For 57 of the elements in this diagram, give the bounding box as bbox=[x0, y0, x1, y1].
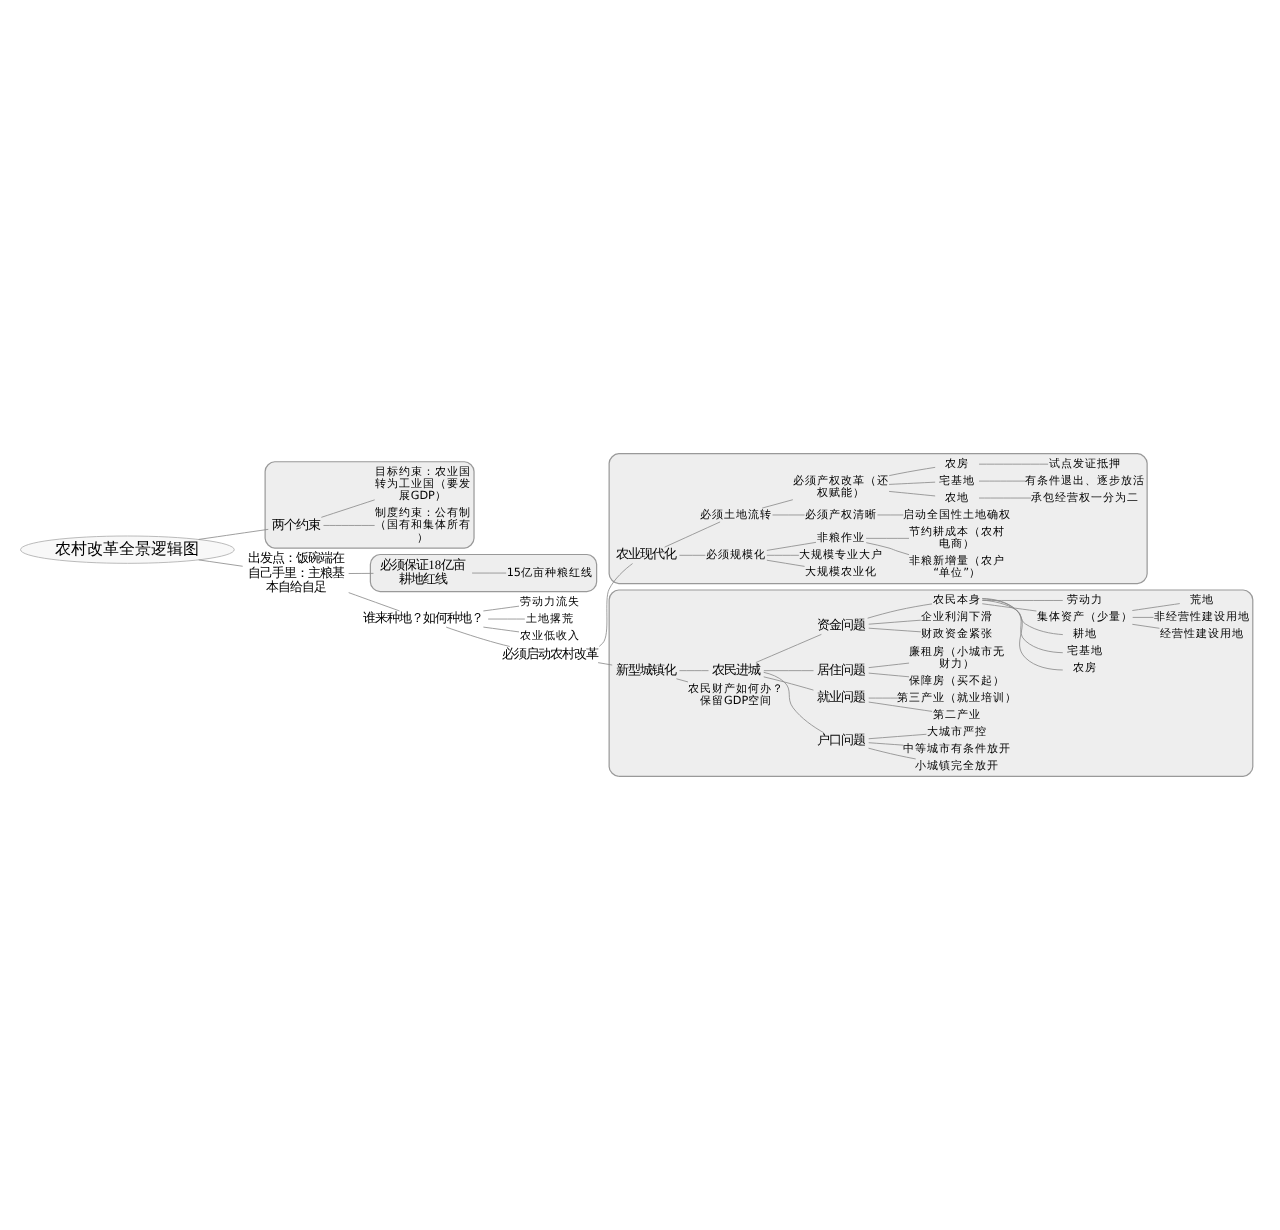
connector bbox=[978, 480, 1026, 482]
connector bbox=[679, 554, 706, 556]
connector bbox=[766, 541, 817, 551]
connector bbox=[981, 603, 1037, 612]
connector bbox=[598, 563, 633, 647]
connector bbox=[482, 605, 520, 612]
connector bbox=[676, 678, 689, 683]
connector bbox=[888, 481, 936, 485]
connector bbox=[981, 600, 1064, 601]
connector bbox=[978, 463, 1049, 465]
connector bbox=[763, 670, 814, 672]
connector bbox=[763, 676, 814, 691]
connector bbox=[868, 672, 910, 678]
connector bbox=[868, 697, 899, 699]
connector bbox=[664, 521, 721, 548]
connector bbox=[766, 559, 805, 567]
cluster bbox=[608, 589, 1254, 777]
connector bbox=[323, 525, 376, 526]
connector bbox=[597, 662, 613, 666]
connector bbox=[482, 626, 520, 633]
connector bbox=[978, 497, 1032, 499]
connector bbox=[982, 598, 1064, 654]
connector bbox=[445, 626, 511, 647]
connector bbox=[1131, 603, 1181, 611]
connector bbox=[877, 514, 904, 516]
cluster bbox=[264, 461, 475, 549]
connector bbox=[867, 603, 933, 619]
connector bbox=[198, 528, 269, 540]
connector bbox=[981, 598, 1064, 671]
connector bbox=[766, 554, 800, 556]
connector bbox=[755, 633, 822, 663]
connector bbox=[868, 733, 927, 740]
connector bbox=[1131, 623, 1160, 629]
connector bbox=[772, 514, 806, 516]
connector bbox=[348, 572, 374, 574]
connector bbox=[763, 671, 825, 734]
connector bbox=[981, 599, 1064, 635]
connector bbox=[865, 537, 910, 539]
connector bbox=[761, 499, 794, 509]
connector bbox=[679, 670, 709, 672]
connector bbox=[348, 592, 400, 612]
connector bbox=[868, 742, 904, 746]
connector bbox=[868, 747, 917, 760]
connector bbox=[868, 701, 933, 712]
connector bbox=[868, 627, 922, 633]
connector bbox=[1132, 617, 1154, 618]
connector bbox=[888, 466, 936, 477]
cluster bbox=[369, 553, 598, 593]
connector bbox=[868, 662, 910, 669]
connector bbox=[471, 572, 507, 574]
connector bbox=[865, 542, 910, 556]
connector bbox=[487, 618, 526, 620]
connector bbox=[888, 491, 936, 497]
connector bbox=[868, 619, 922, 625]
connector bbox=[198, 559, 244, 567]
connector bbox=[320, 499, 376, 518]
cluster bbox=[608, 453, 1148, 585]
